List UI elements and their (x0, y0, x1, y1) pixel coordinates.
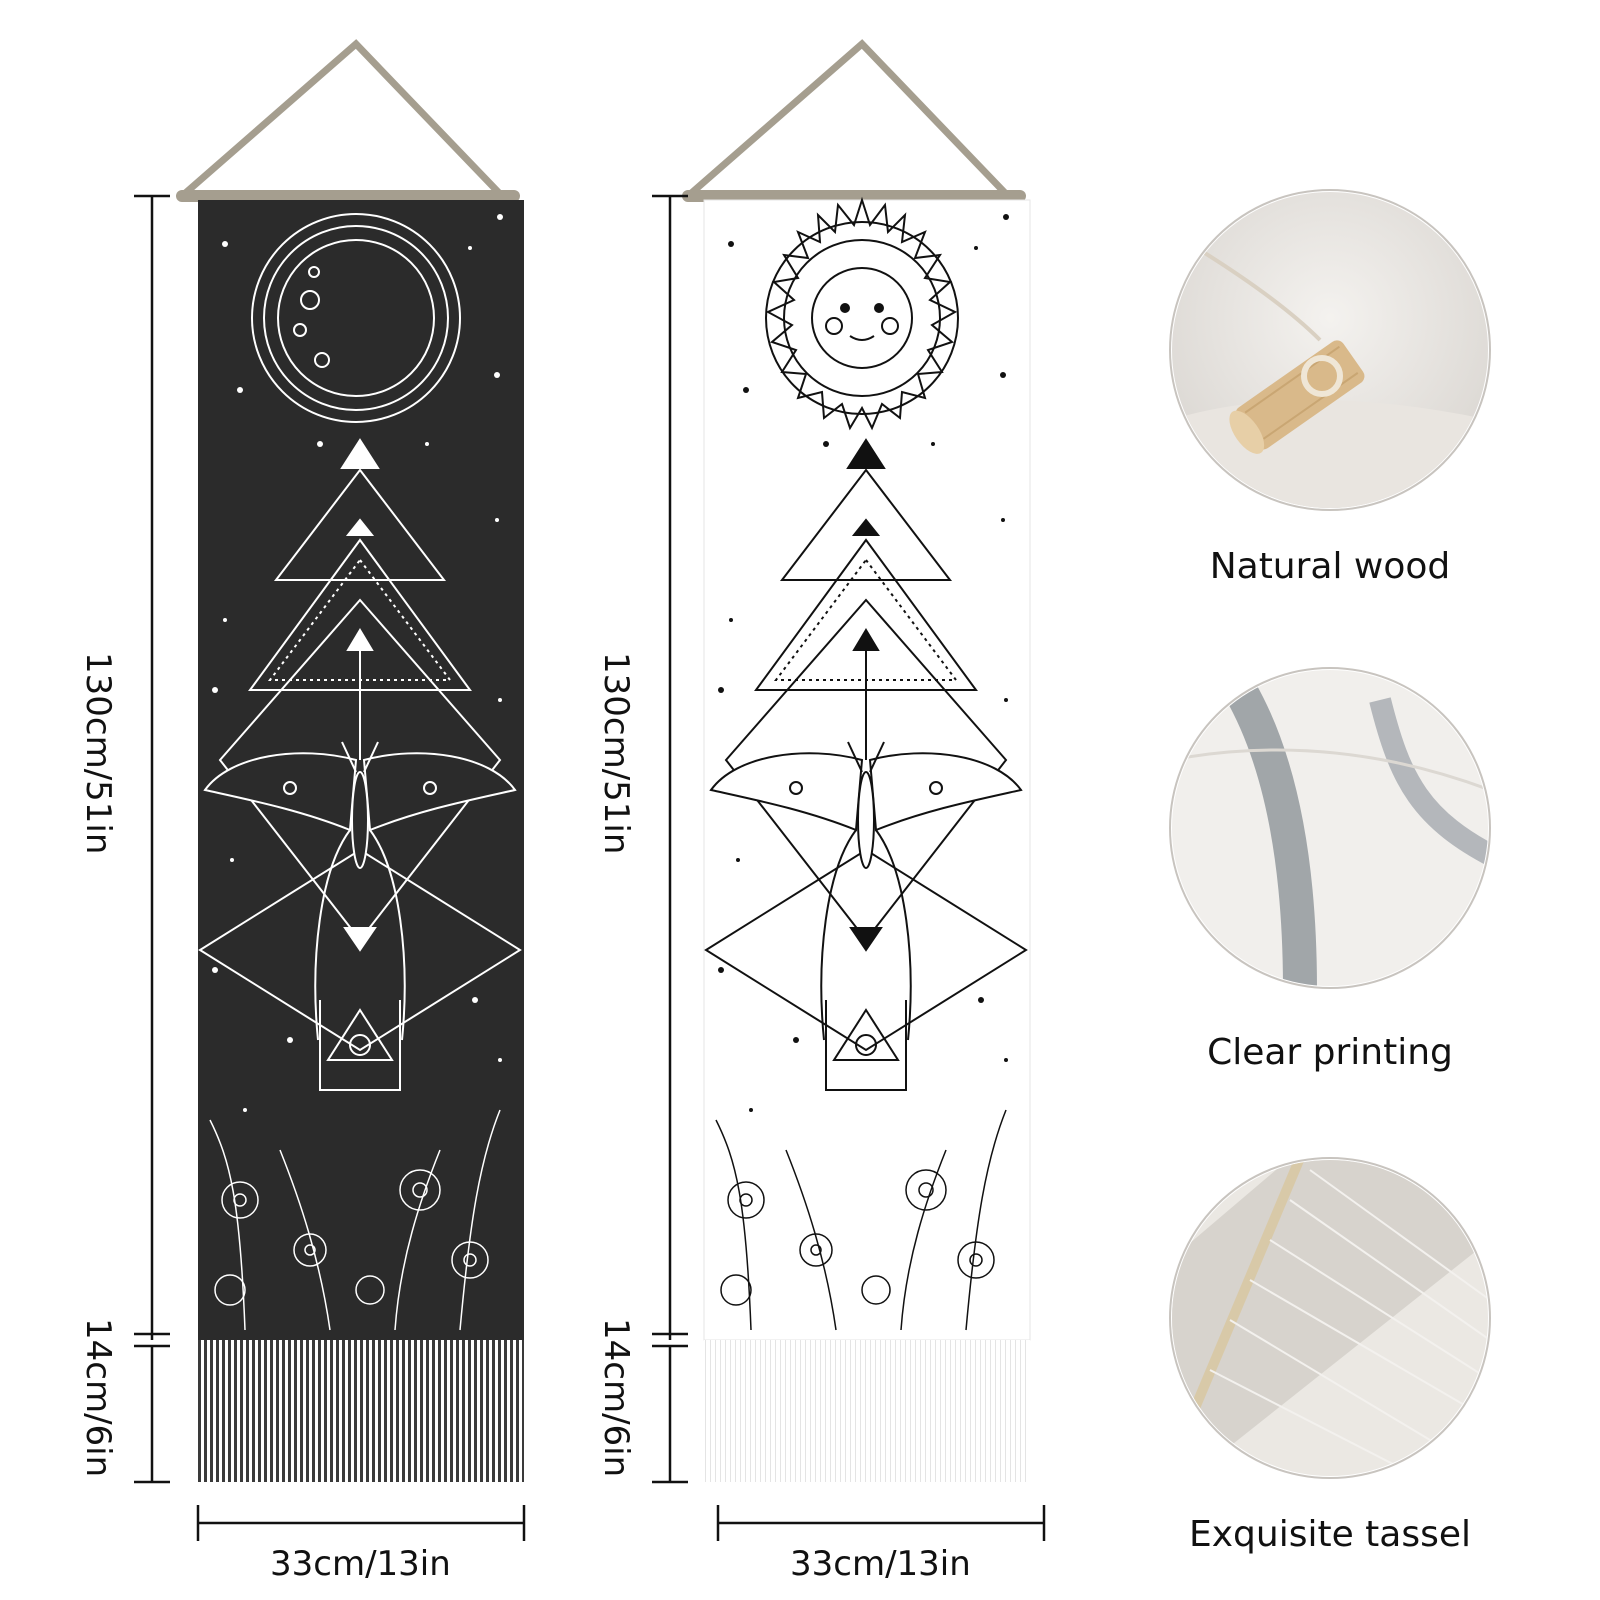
geometric-design (704, 438, 1028, 1091)
detail-caption-wood: Natural wood (1209, 546, 1451, 587)
detail-caption-tassel: Exquisite tassel (1188, 1514, 1472, 1555)
detail-tassel-photo (1169, 1157, 1491, 1479)
dimension-lines (134, 194, 1046, 1541)
hanging-rod (176, 190, 520, 202)
tapestry-fringe (198, 1340, 524, 1482)
dark-tapestry (176, 39, 524, 1482)
geometric-design (198, 438, 522, 1091)
panel2-height-main-label: 130cm/51in (596, 652, 636, 855)
hanging-cord (179, 39, 505, 199)
detail-wood-photo (1169, 189, 1491, 511)
moon-medallion (251, 213, 461, 423)
floral-border (209, 1109, 501, 1331)
light-tapestry (682, 39, 1031, 1482)
floral-border (715, 1109, 1007, 1331)
detail-print-photo (1169, 667, 1491, 989)
panel1-height-main-label: 130cm/51in (78, 652, 118, 855)
hanging-rod (682, 190, 1026, 202)
panel1-width-label: 33cm/13in (270, 1544, 451, 1584)
panel2-width-label: 33cm/13in (790, 1544, 971, 1584)
moth-illustration (203, 741, 517, 1041)
tapestry-fringe (704, 1340, 1030, 1482)
moth-illustration (709, 741, 1023, 1041)
stars (212, 214, 503, 1112)
stars (718, 214, 1009, 1112)
hanging-cord (685, 39, 1011, 199)
detail-caption-print: Clear printing (1207, 1032, 1453, 1073)
sun-medallion (765, 196, 959, 431)
panel2-height-tassel-label: 14cm/6in (596, 1318, 636, 1478)
panel1-height-tassel-label: 14cm/6in (78, 1318, 118, 1478)
